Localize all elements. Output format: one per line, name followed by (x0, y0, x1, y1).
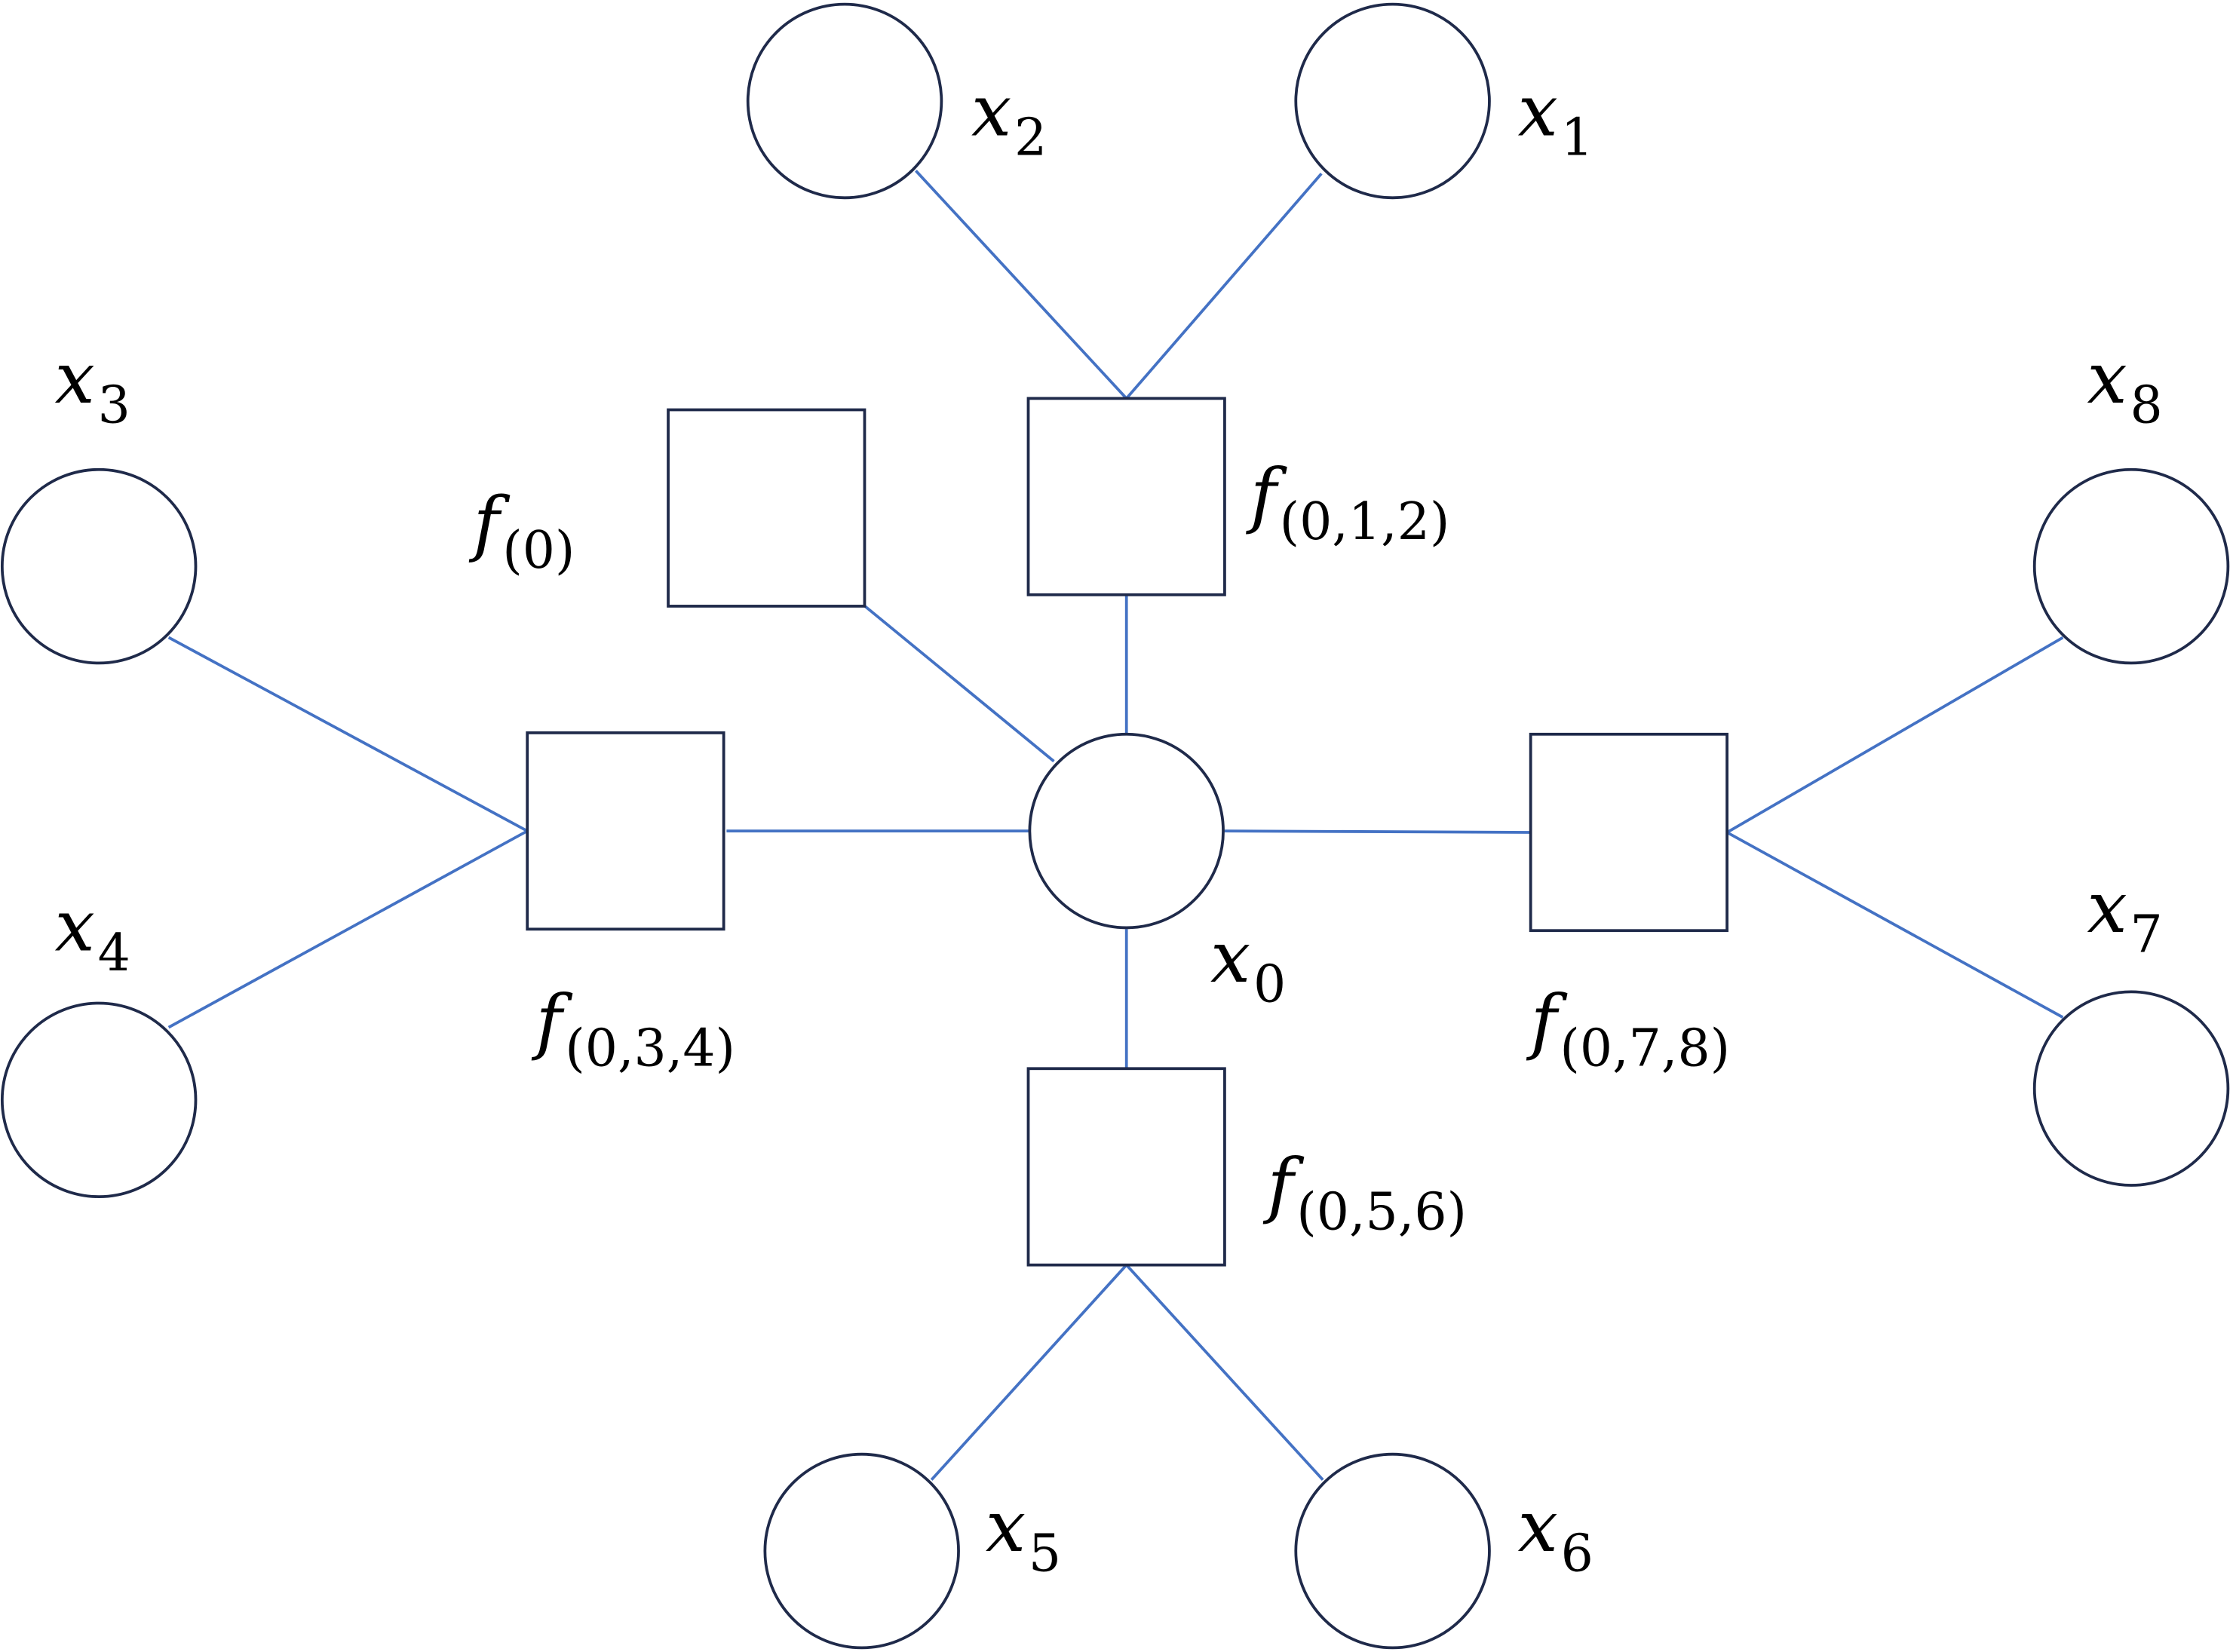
edge-f056-x6 (1125, 1264, 1324, 1481)
variable-node-x6 (1294, 1452, 1491, 1650)
edge-f034-x3 (167, 636, 529, 832)
variable-node-x4 (0, 1001, 198, 1198)
edge-f056-x5 (930, 1264, 1128, 1481)
factor-label-f012: f(0,1,2) (1246, 454, 1450, 552)
variable-node-x3 (0, 467, 198, 665)
variable-node-x7 (2032, 990, 2230, 1187)
factor-node-f078 (1529, 732, 1728, 933)
variable-node-x0 (1028, 732, 1225, 930)
factor-label-f0: f(0) (469, 483, 575, 581)
factor-node-f034 (526, 731, 725, 931)
factor-label-f034: f(0,3,4) (532, 980, 736, 1078)
variable-node-x8 (2032, 467, 2230, 665)
factor-label-f078: f(0,7,8) (1526, 980, 1731, 1078)
variable-node-x2 (746, 2, 943, 200)
factor-node-f0 (667, 408, 867, 608)
edge-f078-x7 (1726, 831, 2064, 1019)
edge-f0-x0 (862, 603, 1055, 763)
edge-f012-x2 (915, 170, 1128, 400)
factor-node-f056 (1026, 1067, 1226, 1267)
edge-f012-x1 (1125, 172, 1323, 400)
factor-label-f056: f(0,5,6) (1263, 1144, 1468, 1242)
edge-f078-x8 (1726, 636, 2064, 834)
edge-f078-x0 (1224, 829, 1531, 834)
variable-node-x5 (763, 1452, 960, 1650)
variable-node-x1 (1294, 2, 1491, 200)
factor-node-f012 (1026, 397, 1226, 596)
edge-f034-x4 (167, 829, 529, 1029)
